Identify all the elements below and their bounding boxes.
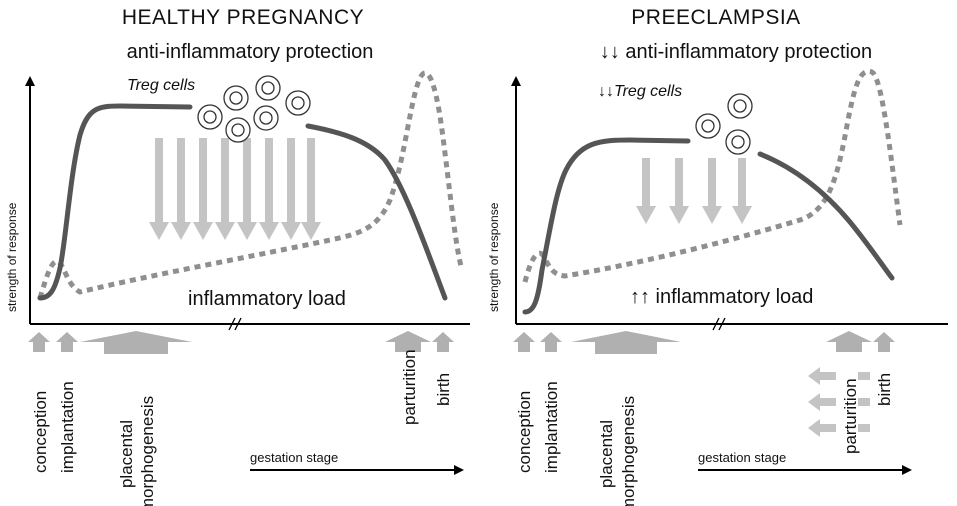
treg-label: ↓↓Treg cells bbox=[598, 83, 682, 100]
inflammatory-load-curve bbox=[37, 70, 465, 299]
stage-arrows bbox=[28, 331, 454, 354]
stage-label-placental: placental bbox=[117, 420, 136, 488]
stage-label-parturition: parturition bbox=[841, 378, 860, 454]
panel-healthy: HEALTHY PREGNANCY anti-inflammatory prot… bbox=[5, 6, 470, 506]
axis-break-mark bbox=[712, 317, 726, 331]
stage-label-conception: conception bbox=[515, 391, 534, 473]
protection-curve-decline bbox=[757, 151, 895, 281]
stage-label-morphogenesis: morphogenesis bbox=[138, 396, 157, 506]
protection-curve bbox=[37, 103, 193, 301]
stage-label-implantation: implantation bbox=[58, 381, 77, 473]
protection-curve bbox=[522, 137, 691, 315]
parturition-left-arrows bbox=[808, 367, 870, 437]
y-axis-label: strength of response bbox=[5, 202, 19, 312]
stage-label-implantation: implantation bbox=[542, 381, 561, 473]
x-axis-label: gestation stage bbox=[250, 450, 338, 465]
panel-title: PREECLAMPSIA bbox=[631, 6, 800, 29]
protection-curve-decline bbox=[305, 123, 448, 301]
panel-preeclampsia: PREECLAMPSIA ↓↓ anti-inflammatory protec… bbox=[487, 6, 948, 506]
inflammatory-load-label: inflammatory load bbox=[188, 288, 346, 310]
stage-arrows bbox=[513, 331, 895, 354]
axis-break-mark bbox=[228, 317, 242, 331]
stage-label-placental: placental bbox=[597, 420, 616, 488]
protection-label: ↓↓ anti-inflammatory protection bbox=[600, 41, 872, 63]
treg-cells bbox=[695, 93, 753, 155]
stage-label-morphogenesis: morphogenesis bbox=[619, 396, 638, 506]
treg-label: Treg cells bbox=[127, 77, 195, 94]
y-axis-label: strength of response bbox=[487, 202, 501, 312]
stage-label-conception: conception bbox=[31, 391, 50, 473]
inflammatory-load-curve bbox=[522, 68, 903, 283]
stage-label-birth: birth bbox=[875, 373, 894, 406]
inflammatory-load-label: ↑↑ inflammatory load bbox=[630, 286, 813, 308]
suppression-arrows bbox=[636, 158, 752, 224]
stage-label-parturition: parturition bbox=[400, 349, 419, 425]
x-axis-label: gestation stage bbox=[698, 450, 786, 465]
suppression-arrows bbox=[149, 138, 321, 240]
stage-label-birth: birth bbox=[434, 373, 453, 406]
treg-cells bbox=[197, 75, 311, 143]
panel-title: HEALTHY PREGNANCY bbox=[122, 6, 364, 29]
protection-label: anti-inflammatory protection bbox=[127, 41, 374, 63]
